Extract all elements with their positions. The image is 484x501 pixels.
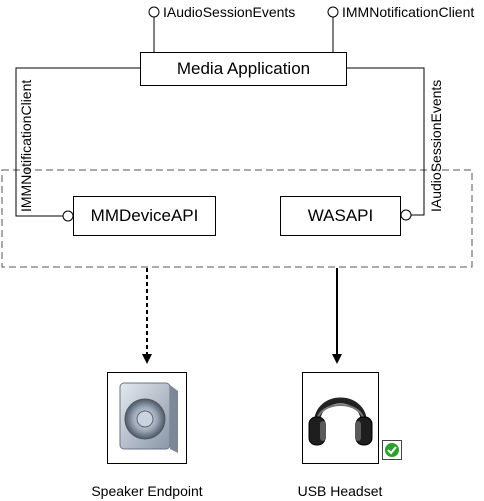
top-left-interface-label: IAudioSessionEvents — [163, 4, 296, 20]
usb-headset-caption: USB Headset — [297, 483, 383, 499]
mmdeviceapi-box: MMDeviceAPI — [73, 196, 216, 236]
left-connector — [15, 67, 140, 217]
top-left-lollipop — [148, 6, 160, 18]
mmdeviceapi-label: MMDeviceAPI — [90, 206, 199, 225]
usb-headset-device — [302, 372, 379, 464]
speaker-endpoint-device — [107, 372, 187, 464]
right-lollipop — [400, 209, 412, 221]
right-vertical-interface-label: IAudioSessionEvents — [428, 79, 444, 212]
checkmark-badge — [382, 440, 402, 460]
wasapi-box: WASAPI — [280, 196, 401, 236]
speaker-icon — [119, 382, 178, 453]
checkmark-icon — [385, 443, 399, 457]
api-layer-boundary — [1, 169, 473, 268]
left-lollipop — [62, 210, 74, 222]
wasapi-label: WASAPI — [307, 206, 374, 225]
top-right-interface-label: IMMNotificationClient — [342, 4, 475, 20]
top-right-lollipop — [327, 6, 339, 18]
right-connector — [347, 67, 425, 216]
media-application-label: Media Application — [176, 59, 311, 78]
speaker-endpoint-caption: Speaker Endpoint — [91, 483, 203, 499]
media-application-box: Media Application — [140, 52, 347, 86]
left-vertical-interface-label: IMMNotificationClient — [18, 79, 34, 212]
headphones-icon — [308, 397, 373, 446]
